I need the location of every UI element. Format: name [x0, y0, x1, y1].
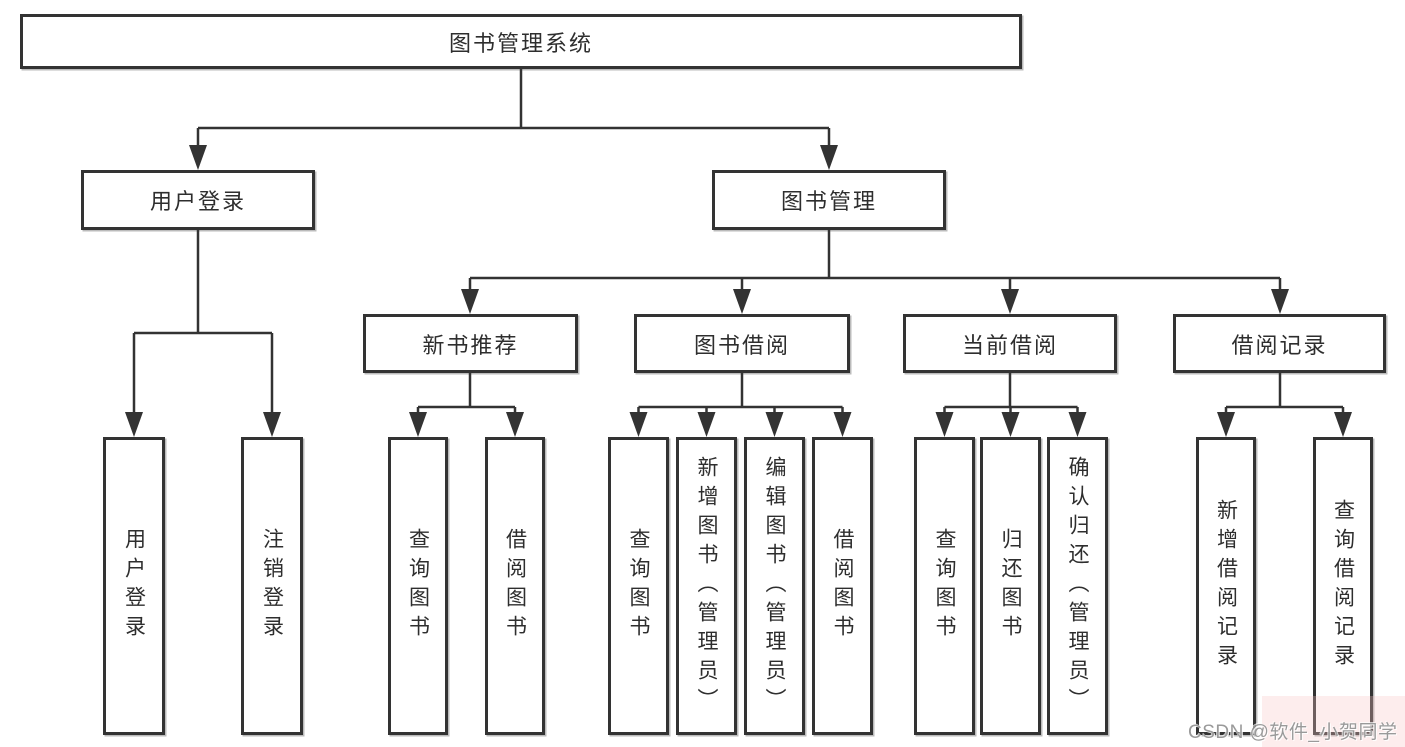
node-borrow-records: 借阅记录 [1173, 314, 1386, 373]
node-label: 图书管理系统 [448, 30, 593, 56]
leaf-confirm-return-admin: 确认归还（管理员） [1047, 437, 1108, 735]
leaf-query-books: 查询图书 [914, 437, 975, 735]
node-label: 图书借阅 [693, 332, 790, 358]
leaf-query-borrow-record: 查询借阅记录 [1313, 437, 1373, 735]
node-new-book-recommend: 新书推荐 [363, 314, 578, 373]
node-label: 查询借阅记录 [1331, 499, 1355, 673]
node-book-borrowing: 图书借阅 [634, 314, 850, 373]
node-label: 用户登录 [122, 528, 146, 644]
leaf-add-borrow-record: 新增借阅记录 [1196, 437, 1256, 735]
node-label: 查询图书 [406, 528, 430, 644]
leaf-borrow-books: 借阅图书 [812, 437, 873, 735]
node-label: 查询图书 [933, 528, 956, 644]
node-label: 确认归还（管理员） [1066, 455, 1089, 717]
node-label: 编辑图书（管理员） [763, 455, 786, 717]
node-label: 当前借阅 [961, 332, 1058, 358]
leaf-edit-books-admin: 编辑图书（管理员） [744, 437, 805, 735]
node-user-login: 用户登录 [81, 170, 315, 230]
leaf-logout: 注销登录 [241, 437, 303, 735]
node-label: 借阅记录 [1231, 332, 1328, 358]
node-label: 新增图书（管理员） [695, 455, 718, 717]
leaf-add-books-admin: 新增图书（管理员） [676, 437, 737, 735]
node-label: 注销登录 [260, 528, 284, 644]
node-book-management: 图书管理 [712, 170, 946, 230]
node-current-borrowing: 当前借阅 [903, 314, 1117, 373]
leaf-query-books: 查询图书 [608, 437, 669, 735]
csdn-watermark: CSDN @软件_小贺同学 [1188, 722, 1398, 743]
leaf-borrow-books: 借阅图书 [485, 437, 545, 735]
node-label: 归还图书 [999, 528, 1022, 644]
node-label: 图书管理 [780, 189, 877, 214]
leaf-query-books: 查询图书 [388, 437, 448, 735]
leaf-return-books: 归还图书 [980, 437, 1041, 735]
node-label: 查询图书 [627, 528, 650, 644]
node-label: 用户登录 [149, 189, 246, 214]
node-label: 新书推荐 [422, 332, 519, 358]
node-label: 借阅图书 [503, 528, 527, 644]
arrowheads [125, 145, 1352, 437]
node-label: 新增借阅记录 [1214, 499, 1238, 673]
leaf-user-login: 用户登录 [103, 437, 165, 735]
node-root-system: 图书管理系统 [20, 14, 1022, 69]
node-label: 借阅图书 [831, 528, 854, 644]
